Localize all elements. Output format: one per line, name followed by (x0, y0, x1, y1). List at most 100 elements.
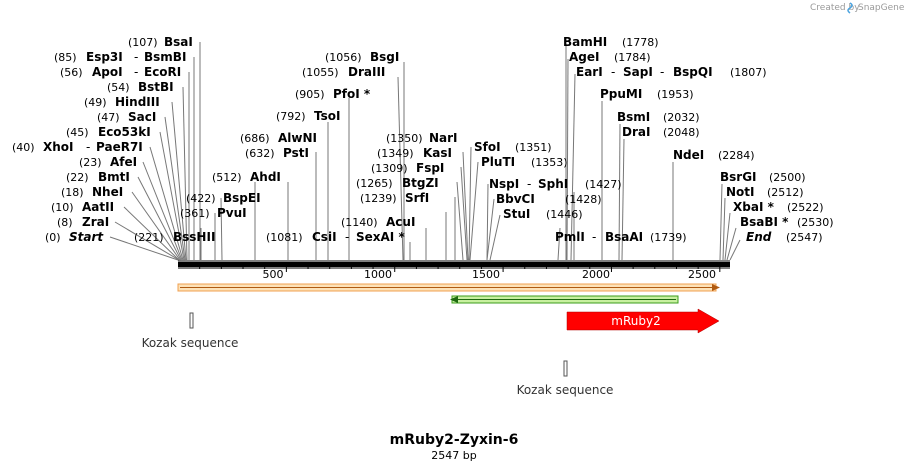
site-pos: (422) (186, 192, 216, 205)
site-pos: (686) (240, 132, 270, 145)
site-pos: (2048) (663, 126, 700, 139)
site-name-bsgi[interactable]: BsgI (370, 50, 399, 64)
mruby2-arrow[interactable] (566, 308, 720, 334)
site-pos: (2522) (787, 201, 824, 214)
site-name-ppumi[interactable]: PpuMI (600, 87, 642, 101)
site-name-bspqi[interactable]: BspQI (673, 65, 713, 79)
kozak-sequence-1[interactable]: Kozak sequence (142, 312, 239, 350)
site-name-bsshii[interactable]: BssHII (173, 230, 215, 244)
mruby2-feature[interactable]: mRuby2 (566, 308, 720, 334)
site-name-ndei[interactable]: NdeI (673, 148, 704, 162)
site-pos: (221) (134, 231, 164, 244)
site-name-stui[interactable]: StuI (503, 207, 530, 221)
green-feature-arrow (450, 295, 679, 304)
site-name-saci[interactable]: SacI (128, 110, 156, 124)
credit-prefix: Created by (810, 3, 860, 13)
site-name-ahdi[interactable]: AhdI (250, 170, 281, 184)
site-name-aatii[interactable]: AatII (82, 200, 114, 214)
site-pos: (2512) (767, 186, 804, 199)
site-name-hindiii[interactable]: HindIII (115, 95, 160, 109)
site-name-bsai[interactable]: BsaI (164, 35, 193, 49)
site-name-esp3i[interactable]: Esp3I (86, 50, 123, 64)
site-name-eari[interactable]: EarI (576, 65, 603, 79)
site-pos: (1055) (302, 66, 339, 79)
site-name-bsmi[interactable]: BsmI (617, 110, 650, 124)
site-name-bsmbi[interactable]: BsmBI (144, 50, 186, 64)
site-pos: (1265) (356, 177, 393, 190)
mid-left-site-labels: (422) BspEI (361) PvuI (221) BssHII (512… (134, 109, 405, 244)
ruler-label-2500: 2500 (688, 268, 716, 281)
site-name-xbai[interactable]: XbaI * (733, 200, 775, 214)
mid-site-labels: (1056) BsgI (1055) DraIII (905) PfoI * (… (295, 50, 622, 229)
site-sep: - (134, 50, 138, 64)
site-name-bamhi[interactable]: BamHI (563, 35, 607, 49)
site-pos: (2032) (663, 111, 700, 124)
site-name-ecori[interactable]: EcoRI (144, 65, 181, 79)
site-name-nari[interactable]: NarI (429, 131, 458, 145)
site-name-drai[interactable]: DraI (622, 125, 650, 139)
site-name-xhoi[interactable]: XhoI (43, 140, 74, 154)
site-name-bstbi[interactable]: BstBI (138, 80, 174, 94)
site-name-bsabi[interactable]: BsaBI * (740, 215, 789, 229)
site-pos: (1353) (531, 156, 568, 169)
ruler-label-1500: 1500 (472, 268, 500, 281)
site-name-alwni[interactable]: AlwNI (278, 131, 317, 145)
site-pos: (361) (180, 207, 210, 220)
backbone-bar (178, 262, 730, 267)
site-pos: (45) (66, 126, 89, 139)
ruler-label-2000: 2000 (582, 268, 610, 281)
site-pos: (632) (245, 147, 275, 160)
site-pos: (1239) (360, 192, 397, 205)
site-name-sfoi[interactable]: SfoI (474, 140, 501, 154)
site-name-pmli[interactable]: PmlI (555, 230, 585, 244)
site-name-btgzi[interactable]: BtgZI (402, 176, 439, 190)
site-name-nspi[interactable]: NspI (489, 177, 519, 191)
site-name-agei[interactable]: AgeI (569, 50, 599, 64)
map-title: mRuby2-Zyxin-6 (390, 432, 519, 448)
site-name-nhei[interactable]: NheI (92, 185, 123, 199)
site-name-bmti[interactable]: BmtI (98, 170, 130, 184)
site-sep: - (345, 230, 349, 244)
site-pos: (1351) (515, 141, 552, 154)
site-name-end: End (746, 230, 772, 244)
site-name-bspei[interactable]: BspEI (223, 191, 261, 205)
site-pos: (10) (51, 201, 74, 214)
site-name-pfoi[interactable]: PfoI * (333, 87, 371, 101)
kozak-sequence-2[interactable]: Kozak sequence (517, 360, 614, 397)
ruler (199, 267, 721, 272)
site-name-acui[interactable]: AcuI (386, 215, 415, 229)
site-name-psti[interactable]: PstI (283, 146, 309, 160)
kozak-label-1: Kozak sequence (142, 336, 239, 350)
site-pos: (905) (295, 88, 325, 101)
site-pos: (22) (66, 171, 89, 184)
site-name-apoi[interactable]: ApoI (92, 65, 123, 79)
site-name-bsaai[interactable]: BsaAI (605, 230, 643, 244)
site-name-pluti[interactable]: PluTI (481, 155, 515, 169)
site-name-sphi[interactable]: SphI (538, 177, 568, 191)
site-name-kasi[interactable]: KasI (423, 146, 452, 160)
site-name-csii[interactable]: CsiI (312, 230, 337, 244)
site-name-bsrgi[interactable]: BsrGI (720, 170, 757, 184)
site-name-bbvci[interactable]: BbvCI (496, 192, 535, 206)
site-name-sapi[interactable]: SapI (623, 65, 653, 79)
site-name-eco53ki[interactable]: Eco53kI (98, 125, 151, 139)
site-name-fspi[interactable]: FspI (416, 161, 444, 175)
site-pos: (1446) (546, 208, 583, 221)
site-name-paer7i[interactable]: PaeR7I (96, 140, 143, 154)
kozak-label-2: Kozak sequence (517, 383, 614, 397)
site-name-pvui[interactable]: PvuI (217, 206, 247, 220)
site-name-draiii[interactable]: DraIII (348, 65, 385, 79)
site-sep: - (134, 65, 138, 79)
orange-feature-arrow (177, 283, 720, 292)
site-name-tsoi[interactable]: TsoI (314, 109, 340, 123)
site-name-srfi[interactable]: SrfI (405, 191, 429, 205)
site-name-sexai[interactable]: SexAI * (356, 230, 405, 244)
site-name-noti[interactable]: NotI (726, 185, 755, 199)
snapgene-credit: Created by SnapGene (810, 2, 905, 14)
site-pos: (1778) (622, 36, 659, 49)
site-name-afei[interactable]: AfeI (110, 155, 137, 169)
ruler-label-500: 500 (263, 268, 284, 281)
site-name-zrai[interactable]: ZraI (82, 215, 109, 229)
credit-brand: SnapGene (858, 3, 905, 13)
